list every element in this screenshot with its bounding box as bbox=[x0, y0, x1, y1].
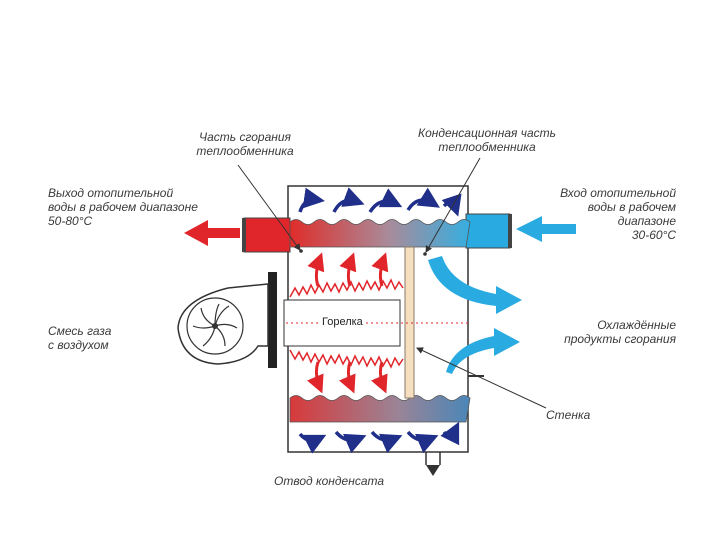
hot-gas-arrows-up bbox=[307, 252, 389, 287]
heating-water-out-label: Выход отопительной воды в рабочем диапаз… bbox=[48, 186, 198, 228]
cold-water-in-arrow bbox=[516, 216, 576, 242]
flames-top bbox=[289, 278, 404, 298]
condensate-drain-pipe bbox=[425, 452, 441, 476]
combustion-part-label: Часть сгорания теплообменника bbox=[196, 130, 294, 158]
inlet-pipe bbox=[465, 213, 512, 249]
leader-lines bbox=[237, 157, 547, 409]
heating-water-in-label: Вход отопительной воды в рабочем диапазо… bbox=[560, 186, 676, 242]
circulation-arrows-top bbox=[298, 187, 462, 217]
burner-label: Горелка bbox=[320, 316, 365, 328]
bottom-exchanger-tube bbox=[289, 395, 471, 423]
wall-label: Стенка bbox=[546, 408, 591, 422]
condensing-part-label: Конденсационная часть теплообменника bbox=[418, 126, 556, 154]
cooled-products-arrows bbox=[428, 256, 522, 374]
separating-wall bbox=[404, 246, 415, 399]
circulation-arrows-bottom bbox=[298, 421, 460, 454]
outlet-pipe bbox=[242, 217, 291, 253]
flames-bottom bbox=[289, 349, 404, 369]
burner-mount-plate bbox=[268, 272, 277, 368]
hot-gas-arrows-down bbox=[307, 361, 388, 394]
gas-air-mixture-label: Смесь газа с воздухом bbox=[48, 324, 112, 352]
condensate-drain-label: Отвод конденсата bbox=[274, 474, 385, 488]
cooled-products-label: Охлаждённые продукты сгорания bbox=[564, 318, 676, 346]
hot-water-out-arrow bbox=[184, 220, 240, 246]
fan-icon bbox=[177, 283, 269, 365]
